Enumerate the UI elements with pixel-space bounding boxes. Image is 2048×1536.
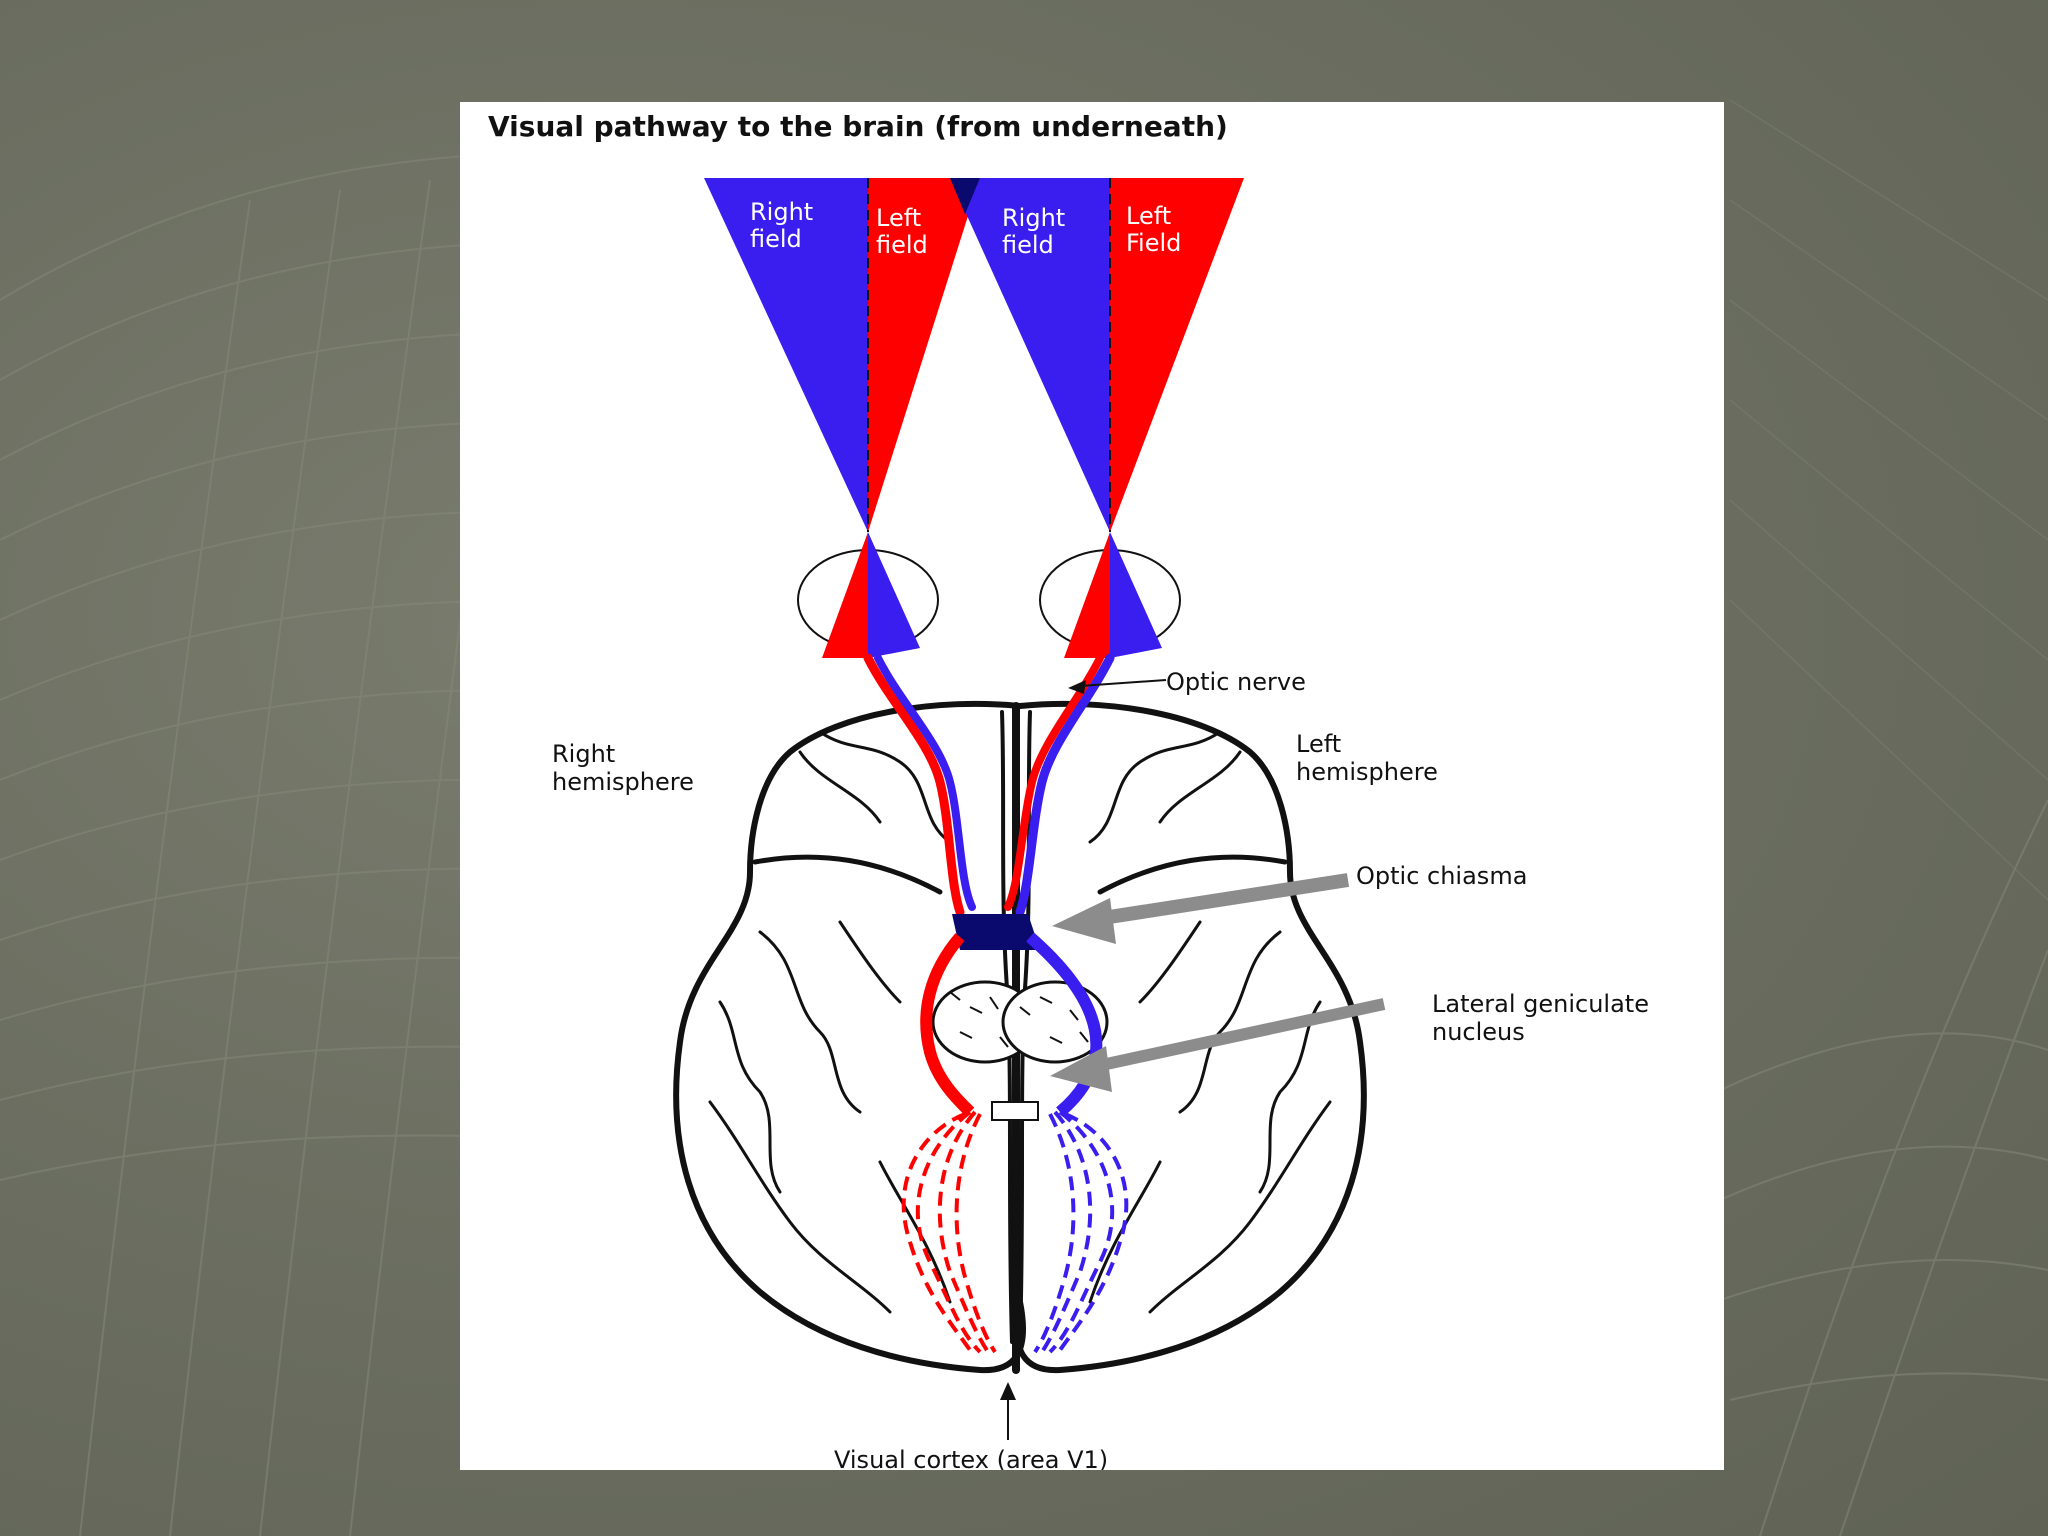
left-eye-right-field-label: Right field — [1002, 204, 1073, 259]
field-overlap — [950, 178, 980, 214]
optic-nerve-label: Optic nerve — [1166, 668, 1306, 696]
optic-radiation-red — [901, 1110, 997, 1354]
visual-cortex-annotation: Visual cortex (area V1) — [834, 1382, 1108, 1470]
lateral-geniculate-nucleus-marker — [991, 1101, 1039, 1121]
visual-cortex-label: Visual cortex (area V1) — [834, 1446, 1108, 1470]
optic-chiasma-annotation: Optic chiasma — [1052, 862, 1527, 944]
optic-nerve-annotation: Optic nerve — [1068, 668, 1306, 696]
optic-chiasma-label: Optic chiasma — [1356, 862, 1527, 890]
right-eye-right-field-label: Right field — [750, 198, 821, 253]
lgn-label: Lateral geniculate nucleus — [1432, 990, 1657, 1046]
left-eye-left-field-label: Left Field — [1126, 202, 1181, 257]
left-eye-left-field-wedge — [1110, 178, 1244, 532]
optic-pathway-right-eye — [863, 653, 976, 917]
lgn-annotation: Lateral geniculate nucleus — [1050, 990, 1657, 1092]
optic-chiasma-crossing — [952, 914, 1040, 950]
left-eye-right-field-wedge — [950, 178, 1110, 532]
left-hemisphere-label: Left hemisphere — [1296, 730, 1438, 786]
right-eye-right-field-wedge — [704, 178, 868, 532]
left-eye-visual-field — [950, 178, 1244, 532]
diagram-panel: Visual pathway to the brain (from undern… — [460, 102, 1724, 1470]
visual-pathway-diagram: Visual pathway to the brain (from undern… — [488, 110, 1657, 1470]
brain-outline — [673, 700, 1367, 1374]
diagram-title: Visual pathway to the brain (from undern… — [488, 110, 1228, 143]
right-eye-left-field-wedge — [868, 178, 980, 532]
right-hemisphere-label: Right hemisphere — [552, 740, 694, 796]
optic-radiation-blue — [1033, 1110, 1129, 1354]
right-eye — [797, 532, 939, 658]
right-eye-left-field-label: Left field — [876, 204, 929, 259]
optic-pathway-left-eye — [1004, 653, 1115, 917]
left-optic-tract-red — [920, 933, 975, 1117]
right-optic-tract-blue — [1026, 932, 1103, 1117]
left-eye — [1039, 532, 1181, 658]
right-eye-visual-field — [704, 178, 980, 532]
